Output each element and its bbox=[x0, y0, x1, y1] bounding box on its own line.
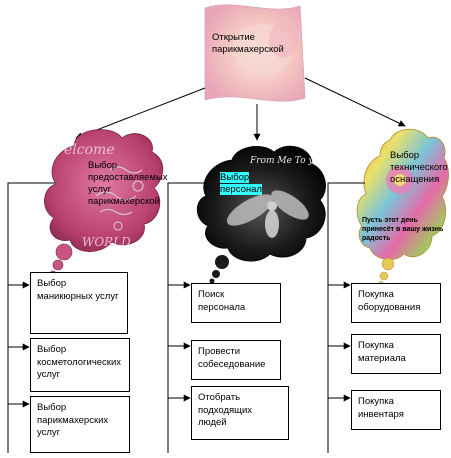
cloud1-decor-bottom: WORLD bbox=[82, 235, 131, 249]
child-box-1-3: Выбор парикмахерских услуг bbox=[30, 396, 130, 453]
branch-3-label: Выбор технического оснащения bbox=[390, 150, 448, 185]
arrow-to-branch-3 bbox=[304, 77, 406, 127]
child-box-3-1: Покупка оборудования bbox=[351, 283, 441, 323]
child-box-2-2: Провести собеседование bbox=[191, 340, 281, 380]
branch-cloud-1: elcome WORLD bbox=[44, 129, 164, 278]
cloud1-decor-top: elcome bbox=[64, 142, 115, 158]
child-box-2-3: Отобрать подходящих людей bbox=[191, 386, 289, 440]
cloud3-decor-text: Пусть этот день принесёт в вашу жизнь ра… bbox=[362, 217, 444, 242]
branch-cloud-2: From Me To y bbox=[196, 145, 326, 284]
branch-2-label: Выбор персонал bbox=[220, 172, 266, 196]
root-label: Открытие парикмахерской bbox=[212, 32, 284, 55]
cloud2-decor-text: From Me To y bbox=[249, 156, 314, 166]
child-box-1-1: Выбор маникюрных услуг bbox=[30, 272, 128, 334]
connector-lines bbox=[7, 182, 365, 453]
branch-1-label: Выбор предоставляемых услуг парикмахерск… bbox=[88, 160, 168, 207]
child-box-3-3: Покупка инвентаря bbox=[351, 390, 441, 430]
branch-cloud-3 bbox=[356, 128, 449, 287]
child-box-2-1: Поиск персонала bbox=[191, 283, 281, 323]
child-box-3-2: Покупка материала bbox=[351, 334, 441, 374]
root-node bbox=[204, 4, 306, 102]
child-arrows bbox=[8, 281, 351, 408]
child-box-1-2: Выбор косметологических услуг bbox=[30, 338, 130, 392]
branch-2-label-text: Выбор персонал bbox=[220, 172, 262, 195]
